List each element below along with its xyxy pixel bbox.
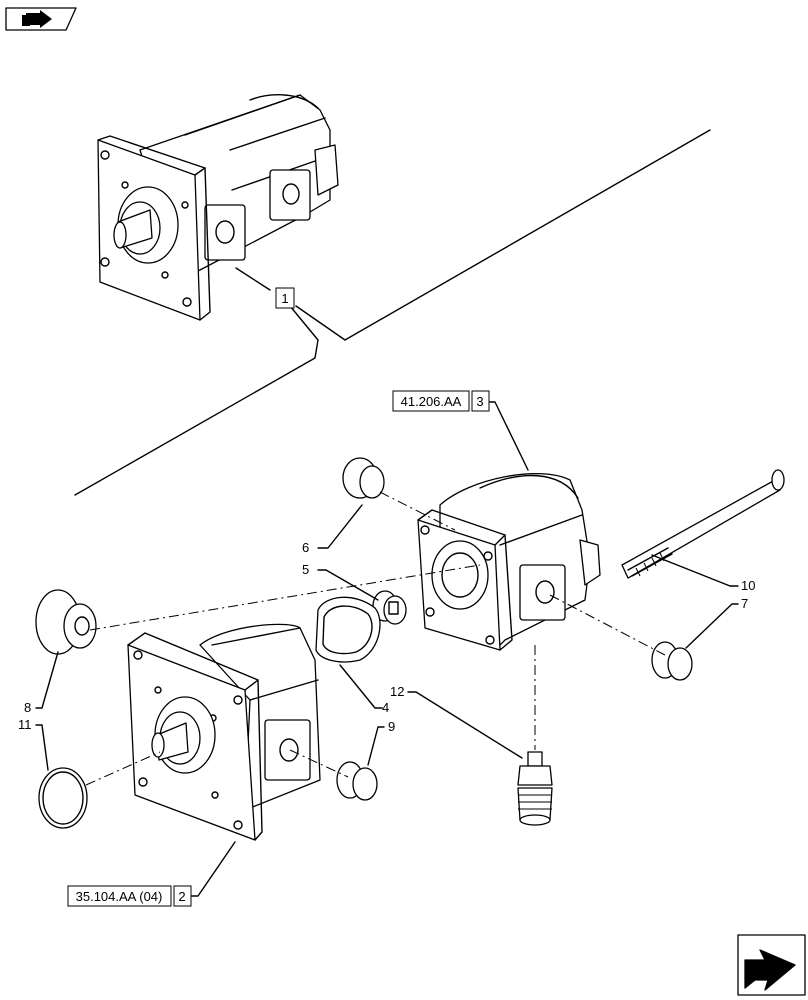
leader-5: [317, 569, 379, 601]
svg-text:1: 1: [281, 291, 288, 306]
gasket: [315, 596, 381, 663]
rear-pump-section: [417, 473, 601, 651]
ref-35-104-aa[interactable]: 35.104.AA (04) 2: [67, 885, 192, 907]
centerline-6: [379, 491, 456, 531]
leader-12: [407, 691, 523, 759]
plug-9: [336, 761, 378, 801]
fitting: [517, 751, 553, 826]
bracket-line-upper: [295, 129, 711, 341]
leader-1: [235, 267, 271, 291]
svg-text:2: 2: [178, 889, 185, 904]
plug-6: [342, 457, 385, 499]
centerline-seal: [89, 564, 481, 631]
svg-text:41.206.AA: 41.206.AA: [401, 394, 462, 409]
leader-9: [367, 726, 385, 766]
bracket-line-lower: [74, 305, 319, 496]
leader-2: [191, 841, 236, 897]
callout-12[interactable]: 12: [390, 684, 404, 699]
callout-8[interactable]: 8: [24, 700, 31, 715]
callout-1[interactable]: 1: [275, 287, 295, 309]
seal: [35, 589, 97, 655]
leader-7: [685, 603, 739, 649]
leader-6: [317, 504, 363, 549]
callout-11[interactable]: 11: [18, 717, 32, 732]
leader-11: [35, 724, 49, 771]
leader-10: [651, 554, 739, 587]
svg-text:3: 3: [476, 394, 483, 409]
ref-41-206-aa[interactable]: 41.206.AA 3: [392, 390, 490, 412]
coupling-sleeve: [372, 590, 407, 625]
callout-4[interactable]: 4: [382, 700, 389, 715]
o-ring: [38, 767, 88, 829]
centerline-oring: [85, 751, 161, 786]
callout-10[interactable]: 10: [741, 578, 755, 593]
plug-7: [651, 641, 693, 681]
leader-4: [339, 664, 383, 709]
svg-text:35.104.AA (04): 35.104.AA (04): [76, 889, 163, 904]
leader-8: [35, 651, 59, 709]
callout-6[interactable]: 6: [302, 540, 309, 555]
front-pump-section: [127, 623, 321, 841]
through-bolt: [621, 469, 785, 579]
callout-5[interactable]: 5: [302, 562, 309, 577]
book-arrow-icon[interactable]: [5, 7, 77, 31]
callout-7[interactable]: 7: [741, 596, 748, 611]
next-page-arrow-icon[interactable]: [737, 934, 806, 996]
callout-9[interactable]: 9: [388, 719, 395, 734]
tandem-pump-assembly: [97, 94, 339, 321]
centerline-7: [549, 594, 666, 656]
leader-3: [489, 401, 529, 471]
